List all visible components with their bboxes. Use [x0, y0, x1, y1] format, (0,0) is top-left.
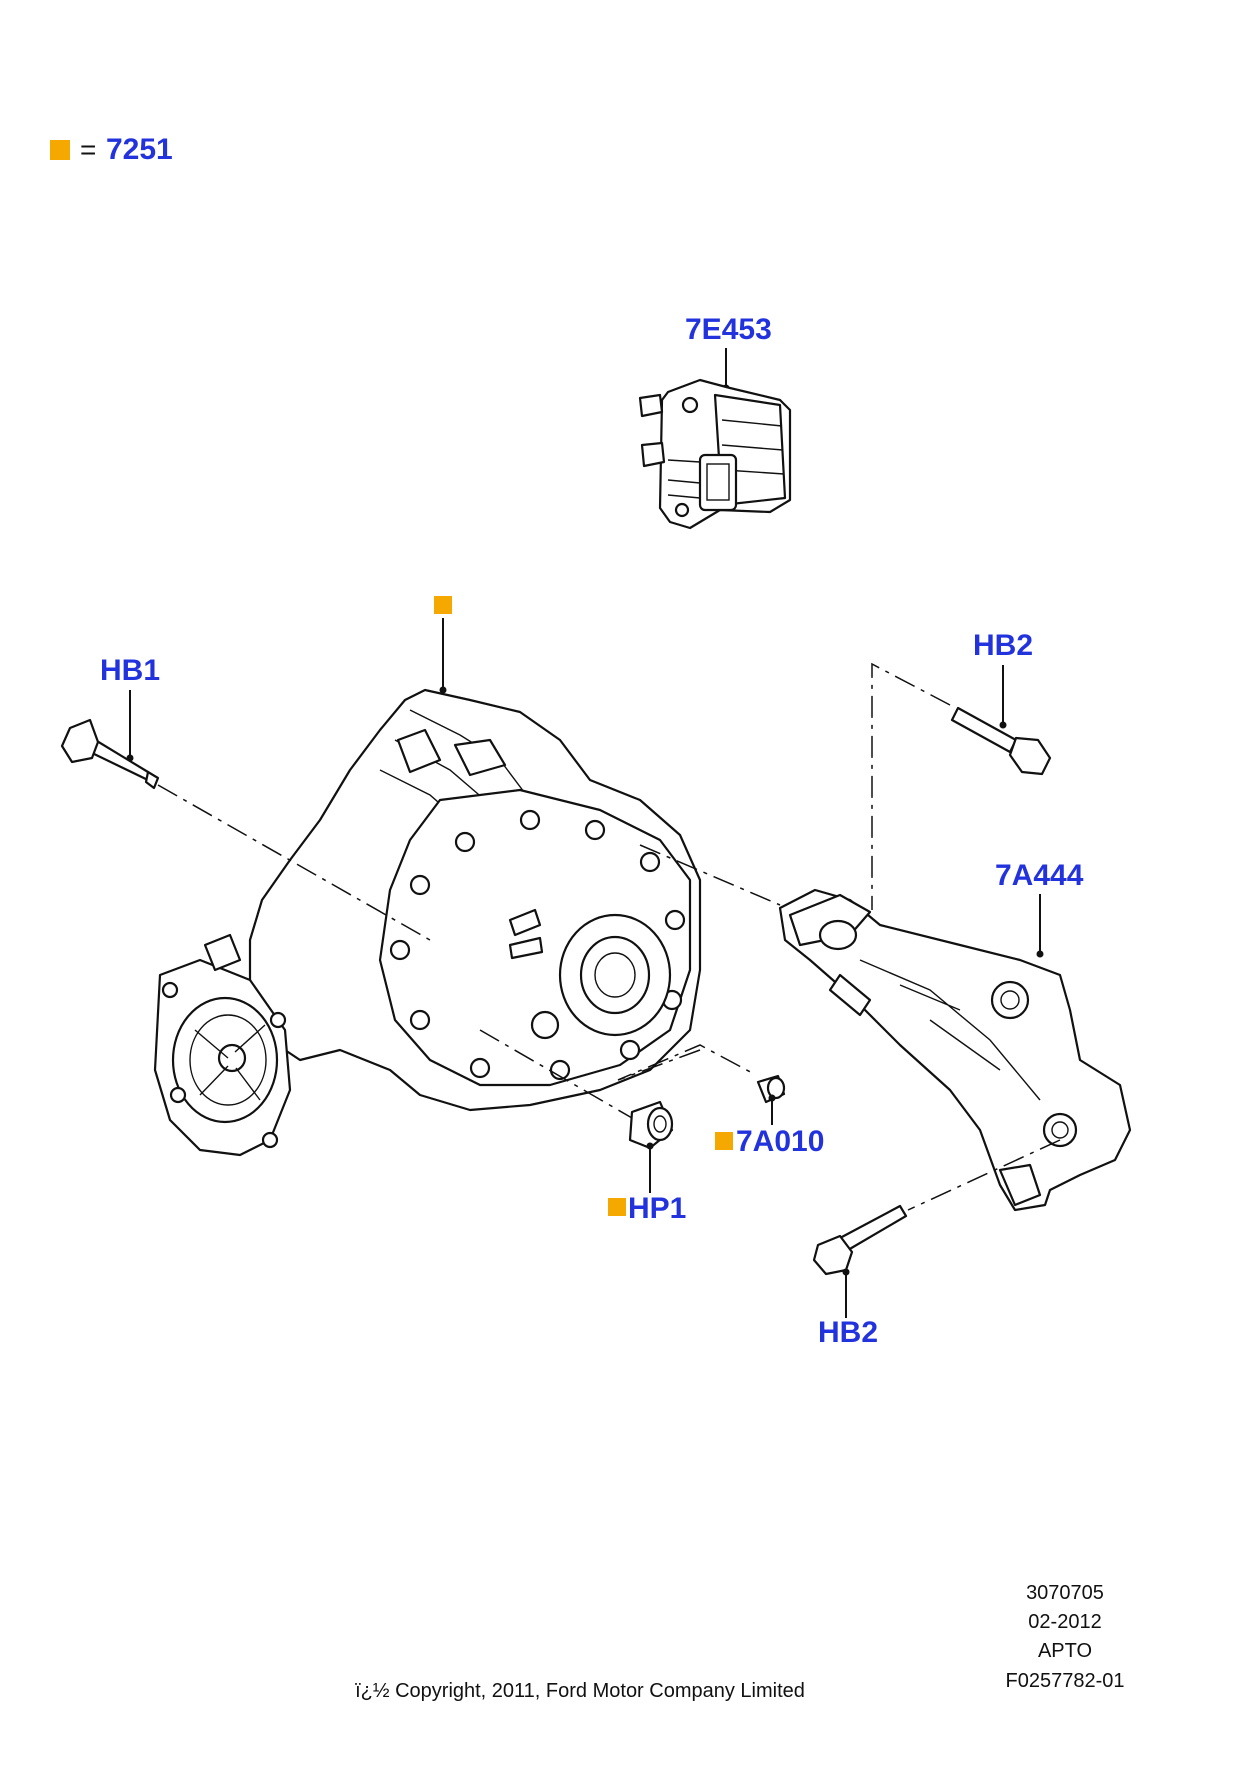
legend: = 7251: [50, 133, 173, 166]
callout-hb2-top: HB2: [973, 629, 1033, 662]
axis-7a010: [617, 1044, 757, 1081]
market-code: APTO: [1037, 1640, 1093, 1662]
plug-7a010[interactable]: 7A010: [617, 1044, 824, 1158]
callout-7a444: 7A444: [995, 859, 1084, 892]
illustration-date: 02-2012: [1028, 1611, 1102, 1633]
figure-id: F0257782-01: [1005, 1670, 1125, 1692]
callout-hb2-bottom: HB2: [818, 1316, 878, 1349]
bolt-hb2-top[interactable]: HB2: [871, 629, 1052, 910]
illustration-number: 3070705: [1026, 1582, 1104, 1604]
axis-hp1: [479, 1029, 633, 1119]
sensor-module-7e453[interactable]: 7E453: [638, 313, 792, 530]
callout-hb1: HB1: [100, 654, 160, 687]
axis-hb2-bottom: [907, 1139, 1061, 1211]
callout-7a010: 7A010: [736, 1125, 824, 1158]
axis-hb2-top: [871, 662, 951, 910]
bolt-hb1[interactable]: HB1: [60, 654, 431, 941]
seal-hp1[interactable]: HP1: [479, 1029, 686, 1225]
copyright-notice: ï¿½ Copyright, 2011, Ford Motor Company …: [355, 1680, 805, 1702]
transfer-case-assembly[interactable]: [153, 596, 702, 1157]
axis-bracket: [639, 844, 781, 906]
legend-equals: =: [80, 134, 96, 165]
legend-code: 7251: [106, 133, 173, 166]
marker-7a010: [715, 1132, 733, 1150]
marker-7251: [434, 596, 452, 614]
marker-hp1: [608, 1198, 626, 1216]
legend-swatch: [50, 140, 70, 160]
axis-hb1: [157, 784, 431, 941]
callout-hp1: HP1: [628, 1192, 686, 1225]
bracket-7a444[interactable]: 7A444: [639, 844, 1132, 1212]
bolt-hb2-bottom[interactable]: HB2: [812, 1139, 1061, 1349]
callout-7e453: 7E453: [685, 313, 772, 346]
